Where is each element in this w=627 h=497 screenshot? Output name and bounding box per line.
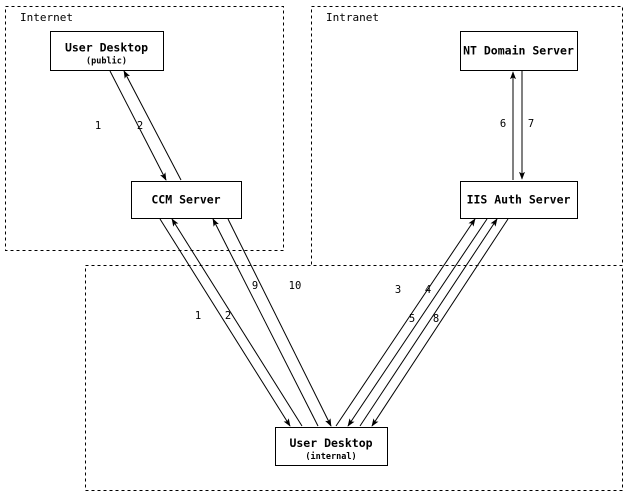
flow-line-flow-2-internal: [171, 218, 303, 427]
flow-label-flow-1-internal: 1: [195, 310, 201, 322]
flow-line-flow-8: [371, 218, 509, 427]
flow-step-labels: 1 2 1 2 9 10 3 4 5 8 6 7: [95, 118, 534, 325]
flow-line-flow-1-public: [109, 70, 167, 181]
flow-label-flow-1-public: 1: [95, 120, 101, 132]
node-box-user-desktop-internal[interactable]: [274, 426, 389, 467]
node-user-desktop-internal[interactable]: User Desktop(internal): [274, 426, 389, 467]
flow-label-flow-10: 10: [289, 280, 302, 292]
flow-label-flow-2-internal: 2: [225, 310, 231, 322]
node-box-iis-auth-server[interactable]: [459, 180, 579, 220]
flow-label-flow-8: 8: [433, 313, 439, 325]
zone-border-internal-lan: [85, 265, 623, 491]
node-iis-auth-server[interactable]: IIS Auth Server: [459, 180, 579, 220]
zone-label-intranet: Intranet: [326, 11, 379, 24]
node-subtitle-user-desktop-public: (public): [86, 56, 127, 67]
zone-label-internet: Internet: [20, 11, 73, 24]
flow-label-flow-2-public: 2: [137, 120, 143, 132]
node-title-user-desktop-internal: User Desktop: [289, 436, 372, 450]
node-title-nt-domain-server: NT Domain Server: [463, 44, 574, 58]
flow-arrows: [109, 70, 525, 427]
zone-intranet: Intranet: [311, 6, 623, 266]
flow-line-flow-9: [212, 218, 319, 427]
flow-label-flow-5: 5: [409, 313, 415, 325]
zone-internal-lan: [85, 265, 623, 491]
node-title-iis-auth-server: IIS Auth Server: [467, 193, 571, 207]
zone-border-intranet: [311, 6, 623, 266]
node-title-user-desktop-public: User Desktop: [65, 41, 148, 55]
flow-line-flow-1-internal: [159, 218, 291, 427]
flow-label-flow-7: 7: [528, 118, 534, 130]
flow-label-flow-4: 4: [425, 284, 431, 296]
node-user-desktop-public[interactable]: User Desktop(public): [49, 30, 165, 72]
node-box-ccm-server[interactable]: [130, 180, 243, 220]
flow-line-flow-4: [347, 218, 488, 427]
flow-line-flow-2-public: [123, 70, 182, 181]
node-box-nt-domain-server[interactable]: [459, 30, 579, 72]
node-title-ccm-server: CCM Server: [151, 193, 220, 207]
node-ccm-server[interactable]: CCM Server: [130, 180, 243, 220]
zone-internet: Internet: [5, 6, 284, 251]
node-subtitle-user-desktop-internal: (internal): [305, 451, 356, 462]
flow-label-flow-9: 9: [252, 280, 258, 292]
node-nt-domain-server[interactable]: NT Domain Server: [459, 30, 579, 72]
zone-boundaries: Internet Intranet: [5, 6, 623, 491]
flow-line-flow-10: [227, 218, 332, 427]
flow-label-flow-3: 3: [395, 284, 401, 296]
flow-line-flow-3: [335, 218, 476, 427]
zone-border-internet: [5, 6, 284, 251]
node-box-user-desktop-public[interactable]: [49, 30, 165, 72]
flow-line-flow-5: [359, 218, 498, 427]
flow-label-flow-6: 6: [500, 118, 506, 130]
